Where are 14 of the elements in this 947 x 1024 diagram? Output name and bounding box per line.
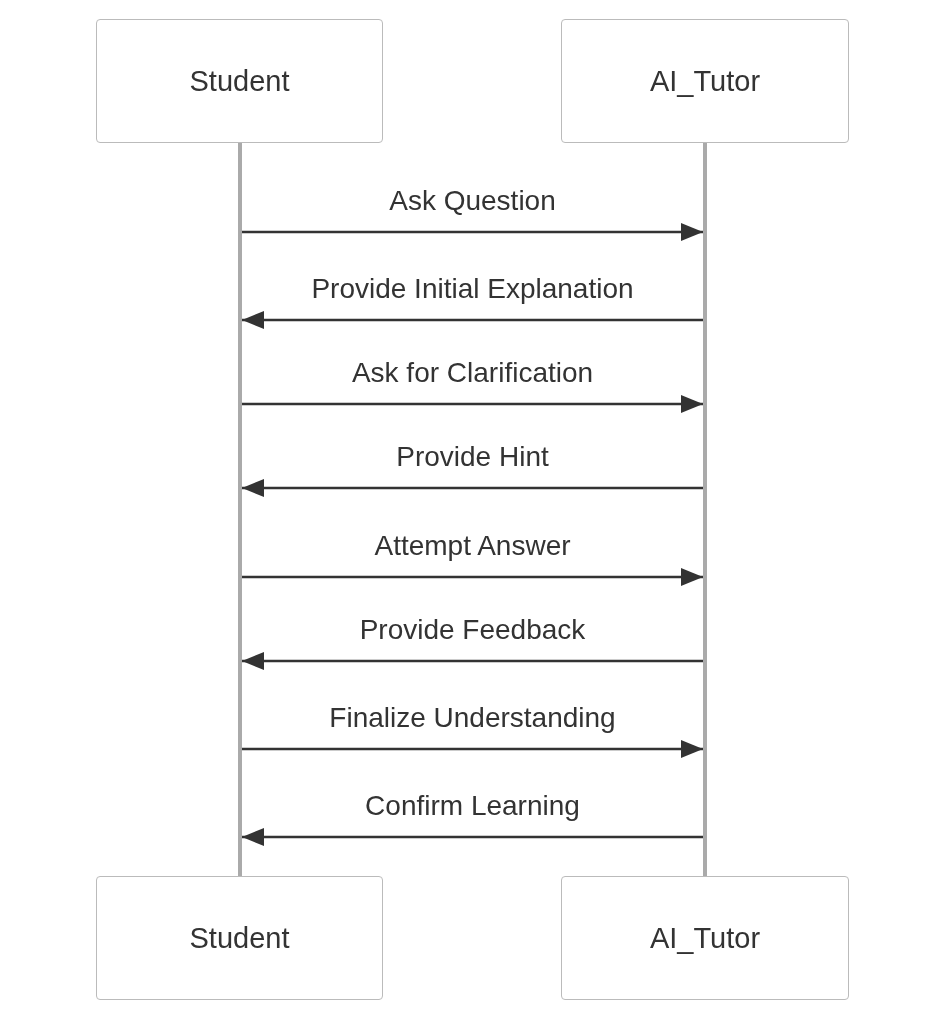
participant-box: Student (96, 19, 383, 143)
participant-box: Student (96, 876, 383, 1000)
message-arrow (242, 568, 703, 586)
participant-box: AI_Tutor (561, 876, 849, 1000)
message-arrow (242, 479, 703, 497)
message-arrow (242, 311, 703, 329)
participant-box: AI_Tutor (561, 19, 849, 143)
message-arrow (242, 395, 703, 413)
message-arrow (242, 223, 703, 241)
lifeline (238, 143, 242, 876)
lifeline (703, 143, 707, 876)
message-arrow (242, 828, 703, 846)
message-arrow (242, 652, 703, 670)
message-arrow (242, 740, 703, 758)
